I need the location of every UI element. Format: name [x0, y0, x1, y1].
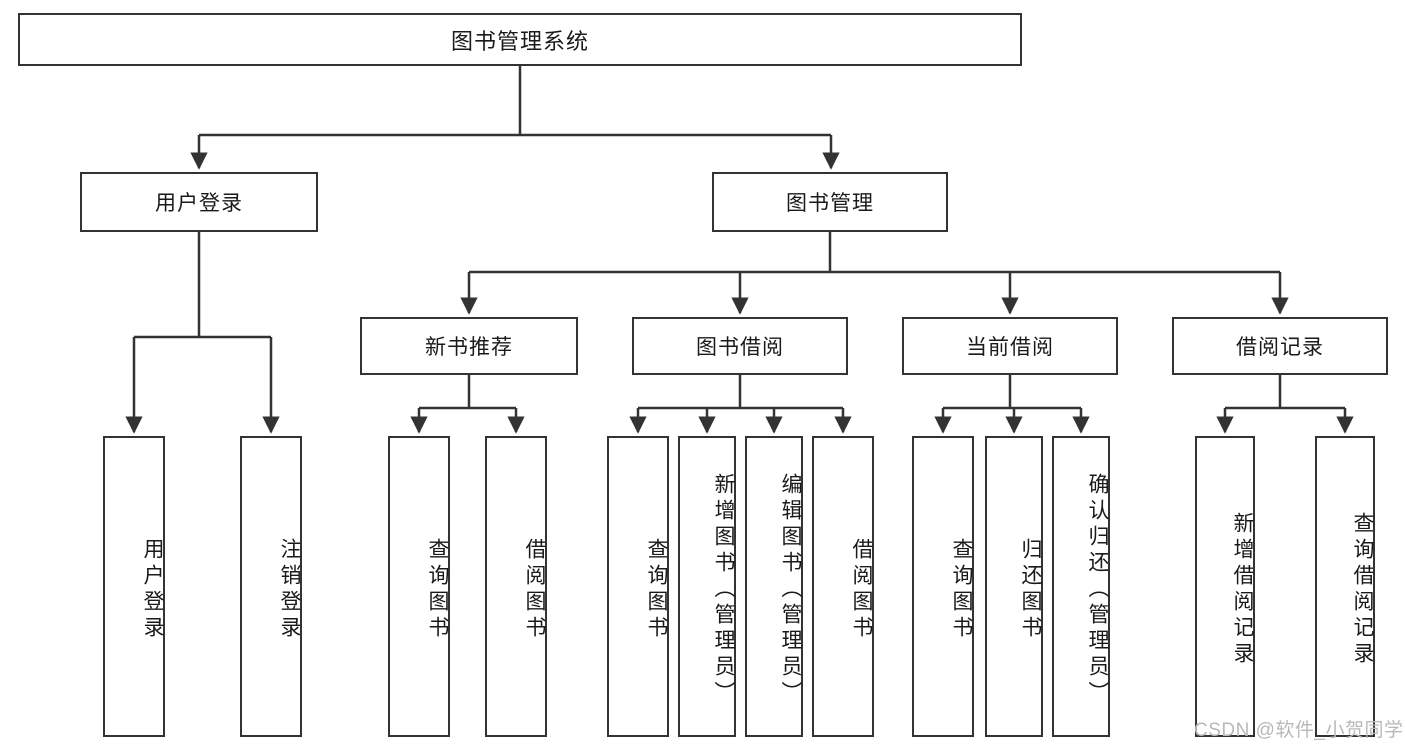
node-leaf-query-book-3[interactable]: 查询图书	[912, 436, 974, 737]
node-user-login[interactable]: 用户登录	[80, 172, 318, 232]
node-leaf-edit-book[interactable]: 编辑图书（管理员）	[745, 436, 803, 737]
node-leaf-add-record[interactable]: 新增借阅记录	[1195, 436, 1255, 737]
node-current-borrow[interactable]: 当前借阅	[902, 317, 1118, 375]
node-root[interactable]: 图书管理系统	[18, 13, 1022, 66]
node-leaf-borrow-book-2[interactable]: 借阅图书	[812, 436, 874, 737]
node-leaf-logout[interactable]: 注销登录	[240, 436, 302, 737]
node-leaf-user-login[interactable]: 用户登录	[103, 436, 165, 737]
node-leaf-add-book[interactable]: 新增图书（管理员）	[678, 436, 736, 737]
node-leaf-return-book[interactable]: 归还图书	[985, 436, 1043, 737]
node-leaf-query-book-1[interactable]: 查询图书	[388, 436, 450, 737]
node-book-borrow[interactable]: 图书借阅	[632, 317, 848, 375]
csdn-watermark: CSDN @软件_小贺同学	[1194, 720, 1404, 741]
node-leaf-query-book-2[interactable]: 查询图书	[607, 436, 669, 737]
node-leaf-query-record[interactable]: 查询借阅记录	[1315, 436, 1375, 737]
node-leaf-borrow-book-1[interactable]: 借阅图书	[485, 436, 547, 737]
node-borrow-record[interactable]: 借阅记录	[1172, 317, 1388, 375]
node-new-book-rec[interactable]: 新书推荐	[360, 317, 578, 375]
node-book-manage[interactable]: 图书管理	[712, 172, 948, 232]
node-leaf-confirm-return[interactable]: 确认归还（管理员）	[1052, 436, 1110, 737]
